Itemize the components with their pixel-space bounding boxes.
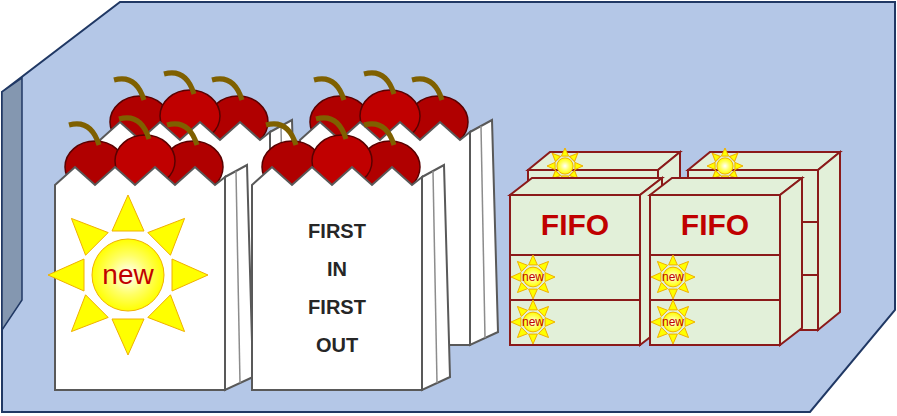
- apple-bag: FIRST IN FIRST OUT: [299, 200, 375, 375]
- shelf-side-wall: [2, 78, 22, 330]
- box-label: new: [522, 271, 544, 283]
- sun-symbol: [48, 195, 208, 355]
- stacked-box: FIFO: [510, 195, 640, 255]
- stacked-box: new: [653, 312, 693, 332]
- sun-symbol: [651, 255, 695, 299]
- apple-bag: new: [88, 255, 168, 295]
- box-label: new: [662, 316, 684, 328]
- box-label: new: [662, 271, 684, 283]
- box-label: FIRST IN FIRST OUT: [299, 212, 375, 364]
- sun-symbol: [651, 300, 695, 344]
- box-label: new: [522, 316, 544, 328]
- box-stack: [510, 178, 662, 345]
- stacked-box: new: [653, 267, 693, 287]
- apple-bag: [252, 118, 450, 390]
- box-label: FIFO: [681, 210, 749, 240]
- box-stack: [650, 178, 802, 345]
- sun-symbol: [511, 300, 555, 344]
- stacked-box: new: [513, 267, 553, 287]
- box-label: new: [102, 261, 153, 289]
- sun-symbol: [511, 255, 555, 299]
- box-label: FIFO: [541, 210, 609, 240]
- stacked-box: FIFO: [650, 195, 780, 255]
- stacked-box: new: [513, 312, 553, 332]
